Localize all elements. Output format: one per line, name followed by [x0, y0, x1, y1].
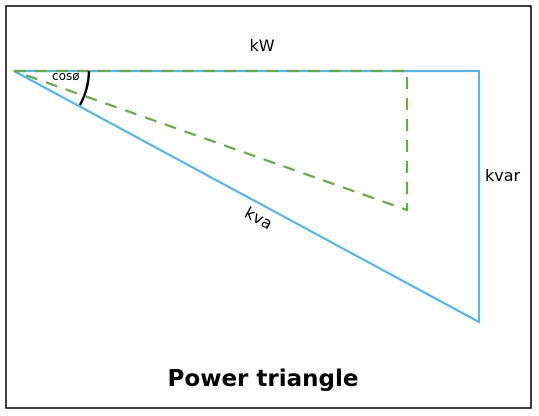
angle-label: cosø	[52, 69, 80, 83]
dashed-power-triangle	[13, 69, 409, 212]
angle-arc	[78, 70, 91, 106]
diagram-frame	[5, 5, 532, 409]
reactive-power-label: kvar	[485, 166, 521, 185]
diagram-title: Power triangle	[168, 366, 359, 392]
real-power-label: kW	[249, 36, 274, 55]
